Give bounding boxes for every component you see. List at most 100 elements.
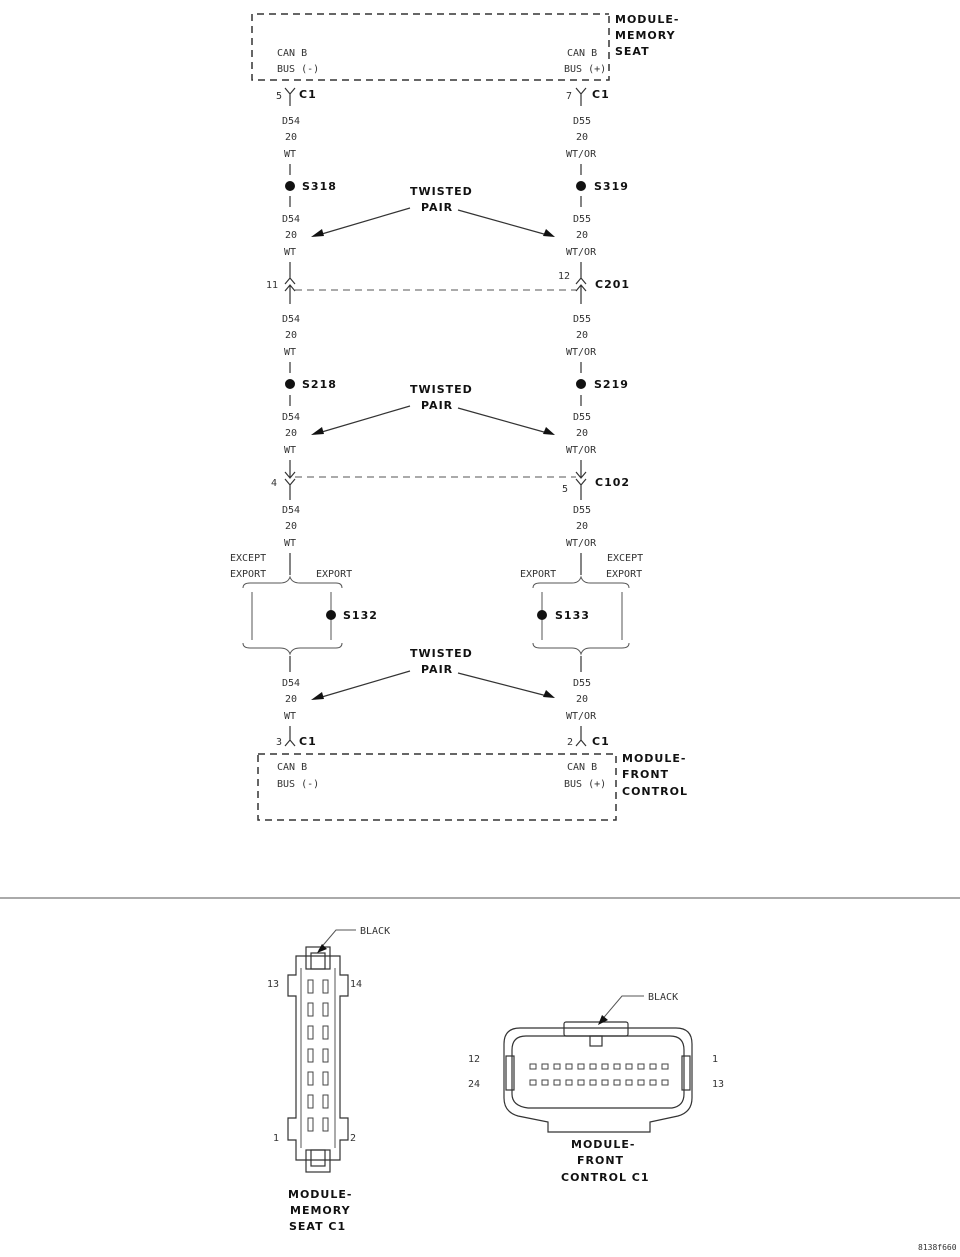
pin-cavity <box>322 979 329 994</box>
option-brace-bottom <box>242 642 343 656</box>
connector-title-3: CONTROL C1 <box>561 1171 650 1184</box>
connector-title-2: FRONT <box>577 1154 624 1167</box>
left-wire-circuit: D54 <box>282 678 300 689</box>
pin-cavity <box>661 1079 669 1086</box>
connector-symbol <box>284 726 296 747</box>
left-wire-color: WT <box>284 538 296 549</box>
twisted-label-1: TWISTED <box>410 185 473 198</box>
pin-cavity <box>649 1063 657 1070</box>
right-wire-circuit: D55 <box>573 314 591 325</box>
top-latch-inner <box>310 952 326 970</box>
connector-title-1: MODULE- <box>571 1138 635 1151</box>
pin-cavity <box>553 1063 561 1070</box>
front-control-left-label-2: BUS (-) <box>277 779 319 790</box>
memory-seat-module-outline <box>251 13 610 81</box>
memory-seat-left-label-2: BUS (-) <box>277 64 319 75</box>
front-control-left-label-1: CAN B <box>277 762 307 773</box>
color-callout-line <box>599 995 644 1023</box>
left-rib <box>505 1055 515 1091</box>
pin-number-13: 13 <box>712 1079 724 1090</box>
right-wire-color: WT/OR <box>566 149 597 160</box>
twisted-label-2: TWISTED <box>410 383 473 396</box>
pin-number: 12 <box>558 271 570 282</box>
pin-number: 5 <box>562 484 568 495</box>
connector-inner-housing <box>511 1035 685 1109</box>
option-brace-bottom <box>532 642 630 656</box>
twisted-pair-annotation-3: TWISTED PAIR <box>311 647 555 700</box>
left-wire-color: WT <box>284 347 296 358</box>
right-rib <box>681 1055 691 1091</box>
connector-title-3: SEAT C1 <box>289 1220 346 1233</box>
left-wire-circuit: D54 <box>282 505 300 516</box>
connector-symbol <box>284 460 296 500</box>
arrow-head <box>311 427 324 435</box>
connector-c201: 11 12 C201 <box>266 262 630 304</box>
top-latch <box>563 1021 629 1037</box>
memory-seat-name-1: MODULE- <box>615 13 679 26</box>
front-control-module: CAN B BUS (-) CAN B BUS (+) MODULE- FRON… <box>257 752 688 821</box>
memory-seat-right-label-2: BUS (+) <box>564 64 606 75</box>
left-wire-gauge: 20 <box>285 330 297 341</box>
front-control-pin-row-bottom <box>529 1079 669 1086</box>
pair-label-2: PAIR <box>421 399 453 412</box>
pin-number: 2 <box>567 737 573 748</box>
right-wire-color: WT/OR <box>566 347 597 358</box>
connector-symbol <box>575 87 587 106</box>
connector-symbol <box>284 262 296 304</box>
connector-c102: 4 5 C102 <box>271 460 630 500</box>
connector-name: C102 <box>595 476 630 489</box>
pin-cavity <box>589 1063 597 1070</box>
export-option-split: S132 EXCEPT EXPORT EXPORT S133 EXCEPT EX… <box>230 553 643 672</box>
splice-label: S132 <box>343 609 378 622</box>
connector-color-label: BLACK <box>360 926 390 937</box>
pin-cavity <box>601 1079 609 1086</box>
connector-title-1: MODULE- <box>288 1188 352 1201</box>
front-control-name-2: FRONT <box>622 768 669 781</box>
front-control-right-label-2: BUS (+) <box>564 779 606 790</box>
arrow-line <box>457 672 552 698</box>
right-wire-gauge: 20 <box>576 230 588 241</box>
pin-cavity <box>637 1063 645 1070</box>
pin-cavity <box>322 1048 329 1063</box>
front-control-name-3: CONTROL <box>622 785 688 798</box>
pin-number: 4 <box>271 478 277 489</box>
right-wire-circuit: D55 <box>573 505 591 516</box>
pin-cavity <box>565 1063 573 1070</box>
right-wire-gauge: 20 <box>576 132 588 143</box>
arrow-line <box>314 207 411 237</box>
splice-label: S219 <box>594 378 629 391</box>
color-callout-arrow <box>317 944 327 953</box>
pin-cavity <box>307 1071 314 1086</box>
figure-id: 8138f660 <box>918 1243 957 1252</box>
pin-cavity <box>661 1063 669 1070</box>
connector-name: C201 <box>595 278 630 291</box>
wire-labels-segment-5: D54 20 WT D55 20 WT/OR <box>282 505 597 549</box>
connector-name: C1 <box>299 88 317 101</box>
connector-symbol <box>575 460 587 500</box>
bottom-c1-connectors: 3 C1 2 C1 <box>276 726 610 748</box>
right-wire-gauge: 20 <box>576 521 588 532</box>
pin-cavity <box>589 1079 597 1086</box>
right-wire-color: WT/OR <box>566 538 597 549</box>
right-wire-circuit: D55 <box>573 678 591 689</box>
connector-name: C1 <box>592 735 610 748</box>
option-brace-top <box>242 575 343 589</box>
pin-cavity <box>529 1079 537 1086</box>
arrow-head <box>543 229 555 237</box>
left-wire-color: WT <box>284 149 296 160</box>
latch-tab <box>589 1035 603 1047</box>
pin-cavity <box>577 1079 585 1086</box>
right-wire-circuit: D55 <box>573 116 591 127</box>
pin-number-12: 12 <box>468 1054 480 1065</box>
wire-labels-segment-2: D54 20 WT D55 20 WT/OR <box>282 214 597 258</box>
splice-dot <box>285 181 295 191</box>
connector-name: C1 <box>592 88 610 101</box>
pin-cavity <box>625 1079 633 1086</box>
pin-cavity <box>541 1063 549 1070</box>
pin-cavity <box>307 1117 314 1132</box>
top-latch <box>305 946 331 970</box>
pin-cavity <box>307 1048 314 1063</box>
right-wire-gauge: 20 <box>576 428 588 439</box>
pin-cavity <box>625 1063 633 1070</box>
